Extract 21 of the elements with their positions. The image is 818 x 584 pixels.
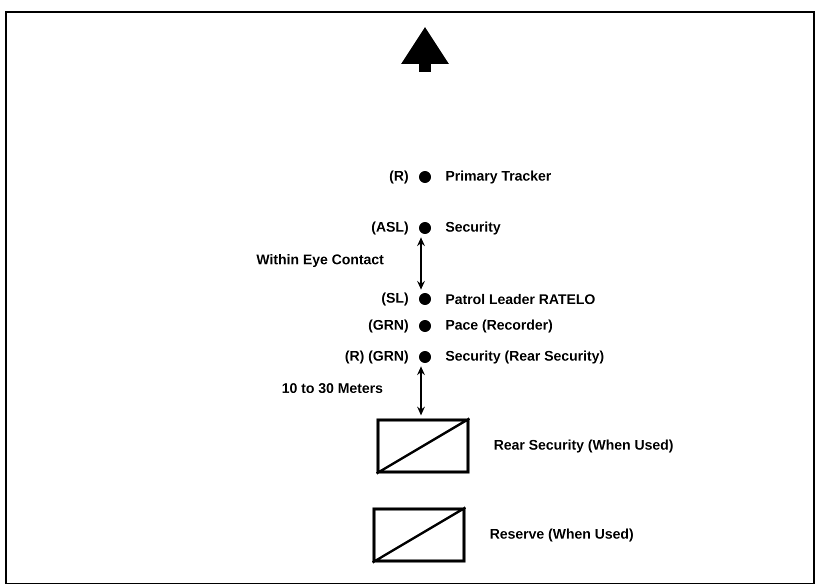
side-label: (R) <box>390 170 408 184</box>
edge-label: Within Eye Contact <box>256 254 384 268</box>
side-label: Rear Security (When Used) <box>494 439 673 453</box>
side-label: Primary Tracker <box>446 170 552 184</box>
side-label: Security <box>446 221 501 235</box>
side-label: Patrol Leader RATELO <box>446 294 595 304</box>
dot <box>419 171 431 183</box>
side-label: Reserve (When Used) <box>490 528 633 542</box>
edge-label: 10 to 30 Meters <box>282 383 382 394</box>
dot <box>419 320 431 332</box>
side-label: (ASL) <box>372 221 408 235</box>
side-label: Pace (Recorder) <box>446 319 552 333</box>
side-label: (GRN) <box>368 319 408 333</box>
side-label: (R) (GRN) <box>346 350 408 364</box>
hatched-box <box>376 417 470 475</box>
side-label: (SL) <box>382 292 408 306</box>
hatched-box <box>372 506 466 564</box>
dot <box>419 293 431 305</box>
side-label: Security (Rear Security) <box>446 350 604 364</box>
dot <box>419 351 431 363</box>
dot <box>419 222 431 234</box>
